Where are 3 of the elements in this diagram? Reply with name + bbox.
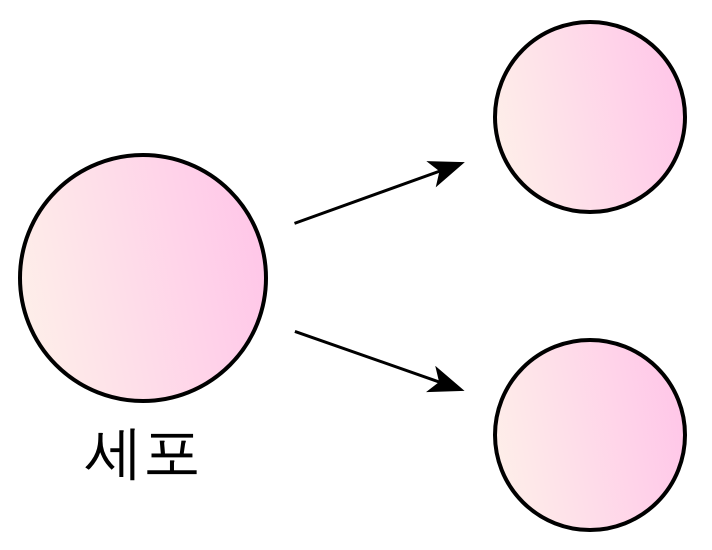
caption-label: 세포 [85,423,201,481]
arrow [294,161,465,225]
arrow [294,330,465,392]
